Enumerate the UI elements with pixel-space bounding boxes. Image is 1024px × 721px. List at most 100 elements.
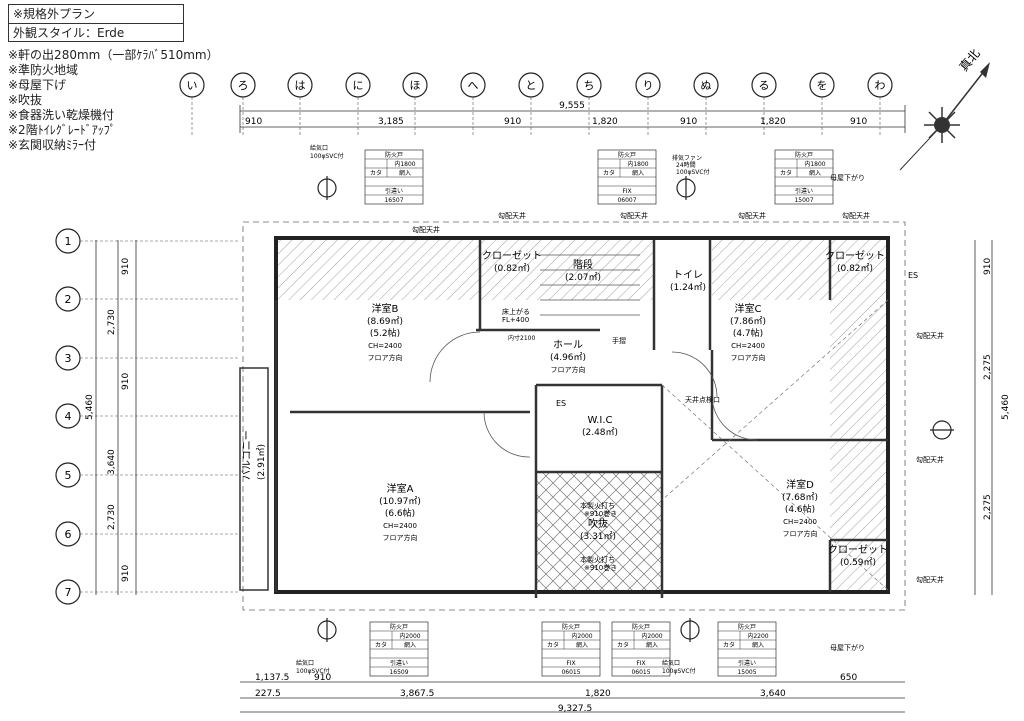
- bottom-dimensions: [240, 681, 905, 713]
- window-spec-cell: 網入: [404, 641, 416, 649]
- grid-col-label: ぬ: [701, 79, 712, 92]
- window-spec-cell: 引違い: [738, 659, 756, 667]
- window-spec-cell: 内1800: [804, 160, 825, 168]
- window-spec-table: 防火戸内1800カタ網入FIX06007: [597, 149, 657, 205]
- window-spec-table: 防火戸内2000カタ網入FIX06015: [541, 621, 601, 677]
- plan-header-box: ※規格外プラン 外観スタイル：Erde: [8, 4, 184, 42]
- grid-col-label: と: [526, 79, 537, 92]
- grid-row-label: 2: [65, 293, 72, 306]
- window-spec-tables: 防火戸内1800カタ網入引違い16507防火戸内1800カタ網入FIX06007…: [364, 149, 834, 677]
- fan-label: 24時間: [676, 161, 696, 169]
- grid-col-label: り: [643, 79, 654, 92]
- dim-top-seg: 910: [850, 117, 867, 127]
- balcony-label: バルコニー: [241, 430, 253, 480]
- room-name: 吹抜: [588, 517, 608, 530]
- sloped-ceiling-zone: [712, 240, 888, 300]
- dim-left-seg: 910: [121, 565, 131, 582]
- note-line: ※2階ﾄｲﾚｸﾞﾚｰﾄﾞｱｯﾌﾟ: [8, 123, 116, 137]
- note-line: ※食器洗い乾燥機付: [8, 108, 115, 122]
- window-spec-cell: 15005: [737, 669, 756, 676]
- dim-top-seg: 1,820: [592, 117, 618, 127]
- room-area: (0.59㎡): [840, 557, 876, 568]
- room-ch: CH=2400: [383, 522, 417, 530]
- vent-label: 100φSVC付: [662, 667, 696, 675]
- grid-row-label: 5: [65, 469, 72, 482]
- window-spec-cell: 16509: [389, 669, 408, 676]
- window-spec-cell: カタ: [617, 641, 629, 649]
- window-spec-cell: 06007: [617, 197, 636, 204]
- raised-floor-label: 床上がる: [502, 307, 530, 316]
- room-name: 洋室A: [387, 482, 414, 495]
- exterior-style-label: 外観スタイル：Erde: [9, 23, 183, 42]
- void-brace-label: ※910巻き: [584, 509, 617, 518]
- dim-right-total: 5,460: [1001, 394, 1011, 420]
- room-ch: CH=2400: [731, 342, 765, 350]
- window-spec-cell: 引違い: [390, 659, 408, 667]
- void-brace-label: ※910巻き: [584, 563, 617, 572]
- grid-row-label: 7: [65, 586, 72, 599]
- window-spec-cell: カタ: [603, 169, 615, 177]
- dim-top-seg: 910: [680, 117, 697, 127]
- note-line: ※母屋下げ: [8, 78, 67, 92]
- room-name: クローゼット: [825, 250, 885, 262]
- room-name: クローゼット: [828, 544, 888, 556]
- room-area: (0.82㎡): [837, 263, 873, 274]
- room-area: (10.97㎡): [379, 496, 421, 507]
- dim-bottom-seg: 3,640: [760, 689, 786, 699]
- vent-label: 給気口: [296, 659, 314, 667]
- fan-label: 排気ファン: [672, 154, 702, 162]
- grid-col-label: ろ: [238, 79, 249, 92]
- grid-col-label: は: [295, 79, 306, 92]
- window-spec-cell: 内1800: [627, 160, 648, 168]
- window-spec-cell: 防火戸: [390, 623, 408, 631]
- dim-bottom-sub: 650: [840, 673, 857, 683]
- grid-col-label: ち: [584, 79, 595, 92]
- room-tatami: (4.7帖): [733, 327, 763, 339]
- sloped-ceiling-label: 勾配天井: [916, 575, 944, 584]
- moya-label: 母屋下がり: [830, 643, 865, 652]
- door-swings: [429, 331, 758, 458]
- window-spec-cell: 内2000: [641, 632, 662, 640]
- balcony-outline: [239, 367, 269, 591]
- room-area: (7.86㎡): [730, 316, 766, 327]
- note-line: ※玄関収納ﾐﾗｰ付: [8, 138, 97, 152]
- window-spec-cell: 網入: [752, 641, 764, 649]
- top-dimensions: [239, 105, 906, 133]
- room-tatami: (4.6帖): [785, 503, 815, 515]
- window-spec-cell: FIX: [636, 660, 645, 667]
- dim-bottom-sub: 910: [314, 673, 331, 683]
- grid-row-label: 4: [65, 410, 72, 423]
- window-spec-cell: 網入: [399, 169, 411, 177]
- window-spec-cell: 引違い: [385, 187, 403, 195]
- window-spec-cell: 網入: [576, 641, 588, 649]
- dim-top-seg: 3,185: [378, 117, 404, 127]
- room-name: クローゼット: [482, 250, 542, 262]
- vent-label: 給気口: [310, 144, 328, 152]
- vent-label: 100φSVC付: [310, 152, 344, 160]
- room-area: (2.07㎡): [565, 272, 601, 283]
- dim-top-seg: 1,820: [760, 117, 786, 127]
- dim-left-seg: 910: [121, 258, 131, 275]
- sloped-ceiling-label: 勾配天井: [620, 211, 648, 220]
- grid-col-label: へ: [468, 79, 479, 92]
- plan-notes: ※軒の出280mm（一部ｹﾗﾊﾞ510mm） ※準防火地域 ※母屋下げ ※吹抜 …: [8, 48, 219, 153]
- grid-row-label: 3: [65, 352, 72, 365]
- dim-top-seg: 910: [504, 117, 521, 127]
- grid-col-label: ほ: [410, 79, 421, 92]
- window-spec-cell: 内2200: [747, 632, 768, 640]
- dim-left-total: 5,460: [85, 394, 95, 420]
- room-labels: 洋室B(8.69㎡)(5.2帖)CH=2400フロア方向洋室C(7.86㎡)(4…: [367, 250, 888, 568]
- sloped-ceiling-label: 勾配天井: [738, 211, 766, 220]
- plan-type-label: ※規格外プラン: [13, 7, 96, 21]
- grid-col-label: わ: [875, 79, 886, 92]
- dim-bottom-seg: 3,867.5: [400, 689, 434, 699]
- right-dimensions: [974, 240, 993, 595]
- room-floor: フロア方向: [551, 365, 586, 374]
- es-label: ES: [908, 271, 918, 280]
- sloped-ceiling-label: 勾配天井: [916, 331, 944, 340]
- stair-treads: [540, 254, 640, 316]
